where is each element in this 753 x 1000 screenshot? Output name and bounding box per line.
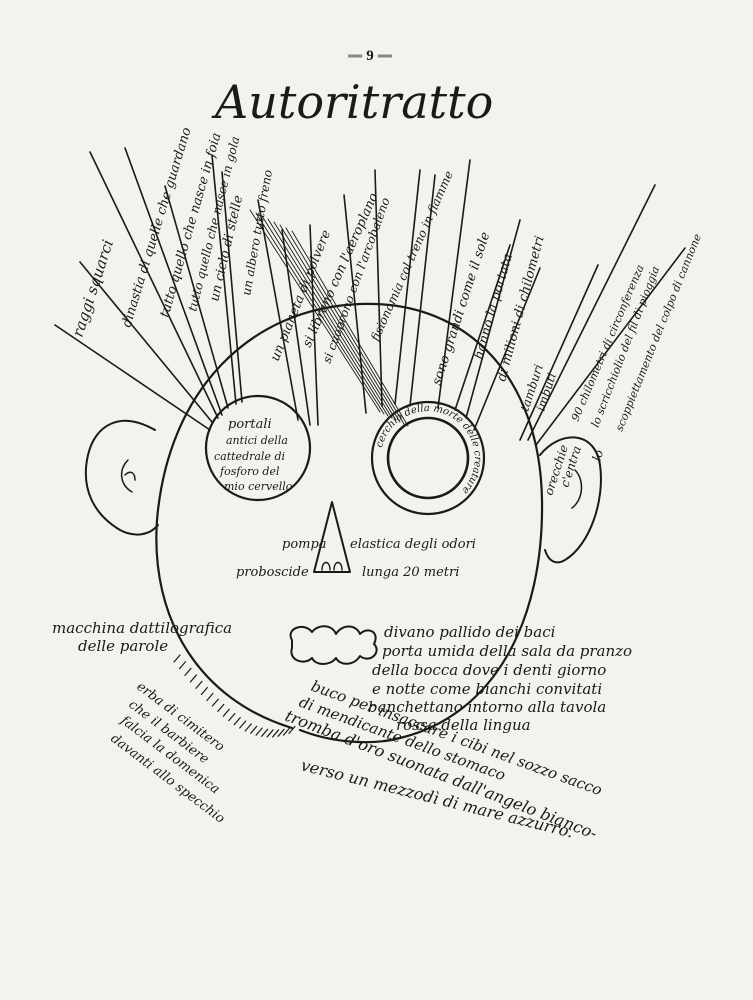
stubble-tick [255,727,263,736]
hair-line [309,224,319,426]
nose-text: proboscide [236,565,309,580]
right-eye [370,400,486,516]
mouth-text: e notte come bianchi convitati [372,680,602,698]
right-ear-inner [571,469,583,509]
hair-line [454,244,511,411]
hair-line [279,224,401,423]
stubble-tick [200,686,208,696]
hair-line [249,209,381,413]
mouth-text: banchettano intorno alla tavola [368,698,606,716]
mouth-text: divano pallido dei baci [384,623,556,641]
nostrils [321,561,343,571]
stubble-tick [277,728,285,737]
hair-line [527,184,656,441]
stubble-tick [271,729,280,738]
hair-line [281,229,311,426]
stubble-tick [233,716,241,726]
hair-line [465,219,521,419]
left-eye-line: portali [228,417,272,432]
stubble-tick [244,723,252,732]
mouth [289,625,378,665]
hair-line-label: fisionomia col treno in fiamme [368,169,456,344]
left-eye-line: cattedrale di [214,450,285,463]
hair-line [473,267,541,431]
stubble-tick [189,674,198,683]
hair-line [79,261,213,423]
stubble-tick [282,727,291,736]
left-eye [204,394,312,502]
hair-line [343,194,367,414]
stubble-tick [178,661,187,670]
hair-line [257,199,299,421]
hair-line-label: sono grandi come il sole [430,230,494,387]
hair-line [164,185,229,409]
nose-text: lunga 20 metri [362,565,459,580]
stubble-tick [206,692,214,702]
mouth-text: della bocca dove i denti giorno [372,661,606,679]
hair-line [291,230,409,427]
stubble-tick [239,720,247,729]
hair-line-label: un albero tutto freno [239,169,275,297]
stubble-tick [184,667,192,676]
hair-line-label: raggi squarci [69,237,117,339]
stubble-tick [288,725,296,734]
stubble-tick [261,728,269,737]
page-number: 9 [340,48,400,65]
hair-line [374,169,383,407]
hair-line [437,159,471,409]
hair-line [535,247,686,446]
left-text: delle parole [78,637,168,655]
mouth-text: rossa della lingua [396,716,531,734]
title: Autoritratto [211,75,493,129]
chin-stubble [173,654,296,738]
stubble-tick [195,680,203,689]
left-ear [84,420,159,536]
ear-label: lo [590,448,607,463]
hair-line [255,212,385,415]
left-eye-line: fosforo del [219,465,280,478]
stubble-tick [211,698,219,707]
stubble-tick [222,708,230,717]
hair-line [519,264,599,441]
stubble-tick [217,703,225,712]
hair-line [394,169,421,405]
stubble-tick [266,729,274,738]
hair-line [409,174,436,407]
nose [313,501,351,573]
hair-lines [54,147,686,446]
stubble-tick [173,654,181,663]
hair-line [211,154,237,405]
hair-line [261,215,389,417]
hair-line [124,147,223,416]
hair-line [89,151,219,419]
nose-text: elastica degli odori [350,537,476,552]
stubble-tick [250,725,258,734]
left-eye-line: antici della [226,434,288,447]
stubble-tick [228,713,236,722]
hair-line [273,221,397,421]
right-eye-inner [386,416,470,500]
left-eye-line: mio cervello [224,480,293,493]
left-text: macchina dattilografica [52,619,232,637]
head-outline [155,302,544,744]
nose-text: pompa [282,537,327,552]
hair-line [285,227,405,425]
hair-line [54,324,211,431]
left-ear-inner [120,459,136,493]
right-ear [539,436,602,564]
mouth-text: porta umida della sala da pranzo [382,642,632,660]
hair-line [267,218,393,419]
hair-line [221,171,243,403]
